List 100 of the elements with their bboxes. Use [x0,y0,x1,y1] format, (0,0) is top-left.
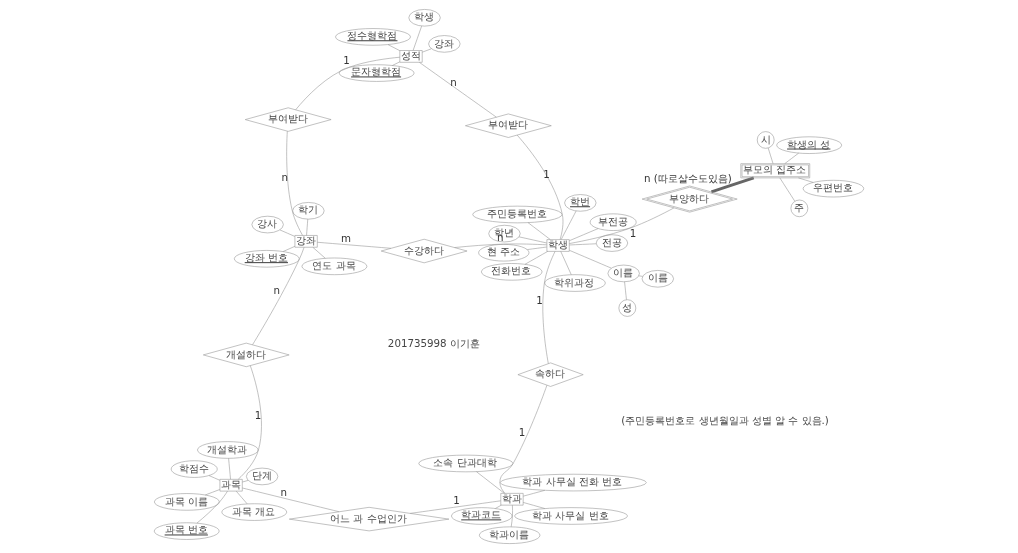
connector [282,246,296,252]
node-circle: 시 [756,131,775,149]
connector [522,490,546,497]
connector [204,489,221,496]
connector [638,275,643,277]
edge-label: n [450,76,457,89]
edge-label: 1 [343,54,350,67]
connector [242,487,340,513]
connector [228,458,231,480]
connector [196,490,228,524]
edge-label: 1 [543,168,550,181]
node-box: 학생 [546,239,570,252]
node-ellipse: 이름 [607,264,640,283]
node-box: 과목 [219,479,243,492]
connector [518,236,548,244]
node-diamond: 어느 과 수업인가 [289,507,450,532]
connector [510,504,513,528]
edge-label: m [341,232,352,245]
edge-label: n [281,171,288,184]
node-circle: 주 [790,199,809,217]
node-ellipse: 학생의 성 [776,136,842,154]
connector [412,25,422,51]
node-ellipse: 이름 [641,270,674,288]
node-diamond: 부여받다 [465,113,552,138]
connector [542,251,556,364]
edge-label: 1 [254,409,262,422]
edge-label: n (따로살수도있음) [643,171,732,184]
connector [387,44,401,51]
node-ellipse: 우편번호 [802,180,865,198]
edge-label: n [280,486,288,499]
node-box: 성적 [399,50,423,63]
node-ellipse: 학과 사무실 번호 [514,507,628,525]
node-ellipse: 연도 과목 [301,257,368,275]
connector [798,177,814,183]
connector [208,475,221,481]
node-circle: 성 [618,299,637,317]
label: (주민등록번호로 생년월일과 성별 알 수 있음.) [621,414,829,427]
node-ellipse: 학생 [408,9,441,27]
node-ellipse: 전공 [595,234,629,252]
connector [235,490,248,505]
connector [419,62,497,118]
edge-label: 1 [518,425,526,438]
connector [499,384,548,494]
node-ellipse: 개설학과 [197,441,259,459]
connector [560,251,572,276]
node-ellipse: 단계 [246,467,279,486]
connector [421,48,432,53]
connector [252,247,305,346]
connector [710,176,755,194]
edge-label: n [273,283,281,296]
node-ellipse: 학위과정 [544,274,606,292]
node-ellipse: 강좌 번호 [234,250,300,268]
node-ellipse: 과목 이름 [154,493,220,511]
connector [409,500,502,514]
connector [779,177,796,202]
connector [784,152,799,164]
connector [524,251,548,265]
connector [286,130,303,236]
connector [569,207,675,244]
connector [237,365,262,480]
node-box: 강좌 [294,235,318,248]
node-ellipse: 강사 [251,215,284,234]
connector [476,471,505,494]
connector [279,229,296,237]
connector [569,250,612,269]
connector [522,502,546,509]
label: 201735998 이기훈 [387,336,480,349]
connector [495,504,502,509]
node-ellipse: 문자형학점 [338,64,415,82]
connector [569,243,597,246]
node-ellipse: 학점수 [170,460,218,478]
edge-label: 1 [536,294,543,307]
node-ellipse: 과목 번호 [153,522,220,540]
connector [242,480,249,483]
node-ellipse: 소속 단과대학 [418,454,514,473]
edge-label: 1 [453,493,460,506]
node-ellipse: 학번 [564,194,597,212]
node-ellipse: 학기 [292,202,325,220]
node-box: 학과 [500,493,524,506]
connector [317,241,392,249]
connector [527,222,551,240]
connector [454,243,548,248]
node-ellipse: 학과코드 [451,507,513,525]
node-diamond: 부여받다 [244,107,332,132]
connector [624,281,627,301]
connector [516,134,564,240]
node-ellipse: 주민등록번호 [472,205,563,224]
node-ellipse: 강좌 [428,35,461,53]
connector [526,246,548,250]
connector [295,56,401,111]
connector [560,210,577,240]
connector [306,218,309,236]
node-ellipse: 과목 개요 [221,503,288,521]
node-diamond: 수강하다 [380,238,468,264]
node-diamond: 속하다 [517,362,584,387]
connector [767,147,774,164]
node-ellipse: 전화번호 [481,263,543,281]
connector [392,61,401,66]
node-ellipse: 정수형학점 [335,28,411,46]
node-ellipse: 현 주소 [478,244,530,262]
